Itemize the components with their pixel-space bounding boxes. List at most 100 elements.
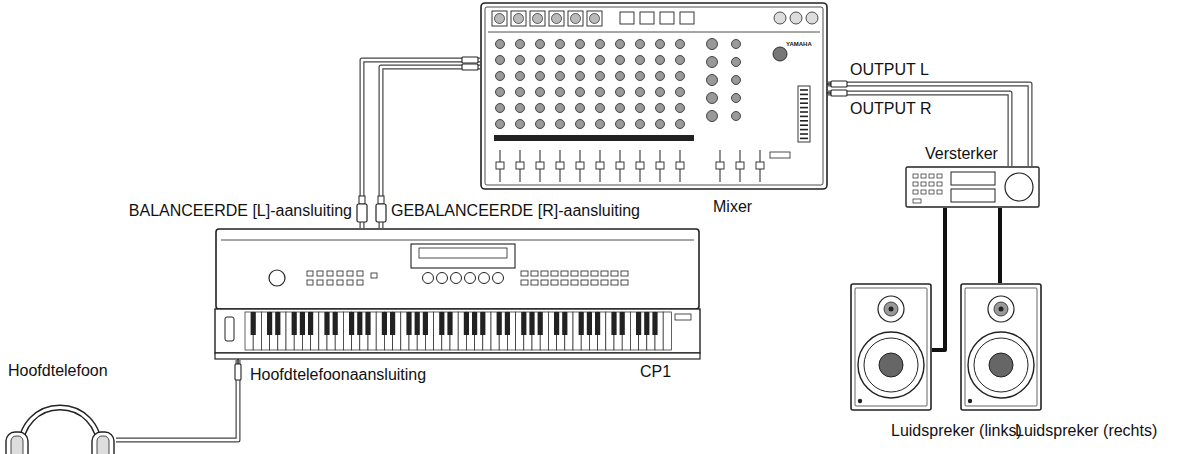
channel-knob	[516, 56, 525, 65]
phones-knob	[773, 47, 787, 61]
piano-top-panel	[216, 229, 699, 309]
xlr-plug-mixer-l	[462, 57, 478, 63]
black-key	[472, 312, 477, 335]
channel-knob	[596, 88, 605, 97]
channel-knob	[656, 104, 665, 113]
amp-button	[929, 190, 934, 194]
master-knob	[707, 39, 718, 50]
amp-button	[929, 182, 934, 186]
cabinet	[961, 284, 1041, 410]
channel-knob	[536, 104, 545, 113]
panel-button	[307, 280, 313, 285]
channel-knob	[556, 40, 565, 49]
plug-boot	[378, 196, 384, 204]
stage-piano-drawing	[215, 228, 700, 360]
channel-knob	[596, 120, 605, 129]
amp-button	[921, 182, 926, 186]
channel-knob	[496, 88, 505, 97]
panel-button	[611, 280, 618, 285]
channel-knob	[676, 88, 685, 97]
xlr-plug-mixer-r	[462, 64, 478, 70]
master-knob	[732, 76, 741, 85]
channel-knob	[516, 104, 525, 113]
channel-knob	[676, 120, 685, 129]
black-key	[464, 312, 469, 335]
device-label: Mixer	[713, 198, 752, 216]
channel-knob	[536, 120, 545, 129]
device-label: CP1	[640, 363, 671, 381]
black-key	[275, 312, 280, 335]
meter-segment	[800, 124, 808, 126]
speaker: Luidspreker (links)	[850, 283, 932, 411]
black-key	[406, 312, 411, 335]
black-key	[480, 312, 485, 335]
channel-knob	[656, 120, 665, 129]
audio-cable	[828, 84, 1030, 166]
black-key	[267, 312, 272, 335]
black-key	[251, 312, 256, 335]
meter-segment	[800, 102, 808, 104]
woofer-cone	[974, 338, 1028, 392]
headband-outer	[20, 408, 100, 454]
panel-button	[541, 280, 548, 285]
panel-knob	[437, 273, 448, 284]
master-knob	[732, 58, 741, 67]
black-key	[292, 312, 297, 335]
panel-button	[621, 280, 628, 285]
ear-pad	[97, 436, 109, 454]
amplifier: Versterker	[905, 166, 1040, 208]
speaker-wire	[932, 208, 945, 350]
meter-segment	[800, 111, 808, 113]
channel-knob	[496, 104, 505, 113]
channel-knob	[656, 40, 665, 49]
cable-sheath	[828, 84, 1030, 166]
black-key	[529, 312, 534, 335]
black-key	[382, 312, 387, 335]
amp-button	[937, 190, 942, 194]
headband-inner	[20, 408, 100, 454]
channel-knob	[576, 88, 585, 97]
fader-cap	[676, 162, 684, 169]
panel-button	[571, 271, 578, 276]
amp-button	[913, 182, 918, 186]
panel-divider	[488, 32, 820, 33]
fader-cap	[716, 162, 724, 169]
panel-button	[327, 271, 333, 276]
master-knob	[707, 93, 718, 104]
device-label: Luidspreker (rechts)	[1015, 422, 1157, 440]
black-key	[652, 312, 657, 335]
amp-button	[913, 174, 918, 178]
input-socket-hole	[533, 14, 543, 24]
stage-piano: CP1	[215, 228, 700, 360]
port-label: OUTPUT R	[850, 100, 931, 118]
label-strip	[494, 135, 694, 141]
amp-button	[921, 190, 926, 194]
panel-button	[551, 280, 558, 285]
black-key	[538, 312, 543, 335]
black-key	[587, 312, 592, 335]
fader-cap	[536, 162, 544, 169]
output-socket	[806, 12, 818, 24]
black-key	[439, 312, 444, 335]
channel-knob	[576, 56, 585, 65]
channel-knob	[536, 40, 545, 49]
speaker-drawing	[960, 283, 1042, 411]
channel-knob	[576, 72, 585, 81]
channel-knob	[656, 72, 665, 81]
jack-socket	[680, 12, 694, 24]
headphones-drawing	[4, 388, 116, 454]
panel-button	[541, 271, 548, 276]
cable-core	[828, 84, 1030, 166]
black-key	[447, 312, 452, 335]
panel-knob	[423, 273, 434, 284]
mixer-inner-frame	[485, 7, 823, 185]
amp-button	[921, 174, 926, 178]
meter-segment	[800, 89, 808, 91]
mixer-drawing	[480, 2, 828, 190]
panel-button	[581, 271, 588, 276]
jack-plug-output-l	[826, 81, 847, 87]
fader-cap	[616, 162, 624, 169]
meter-segment	[800, 133, 808, 135]
display-frame	[411, 244, 515, 268]
panel-button	[531, 280, 538, 285]
